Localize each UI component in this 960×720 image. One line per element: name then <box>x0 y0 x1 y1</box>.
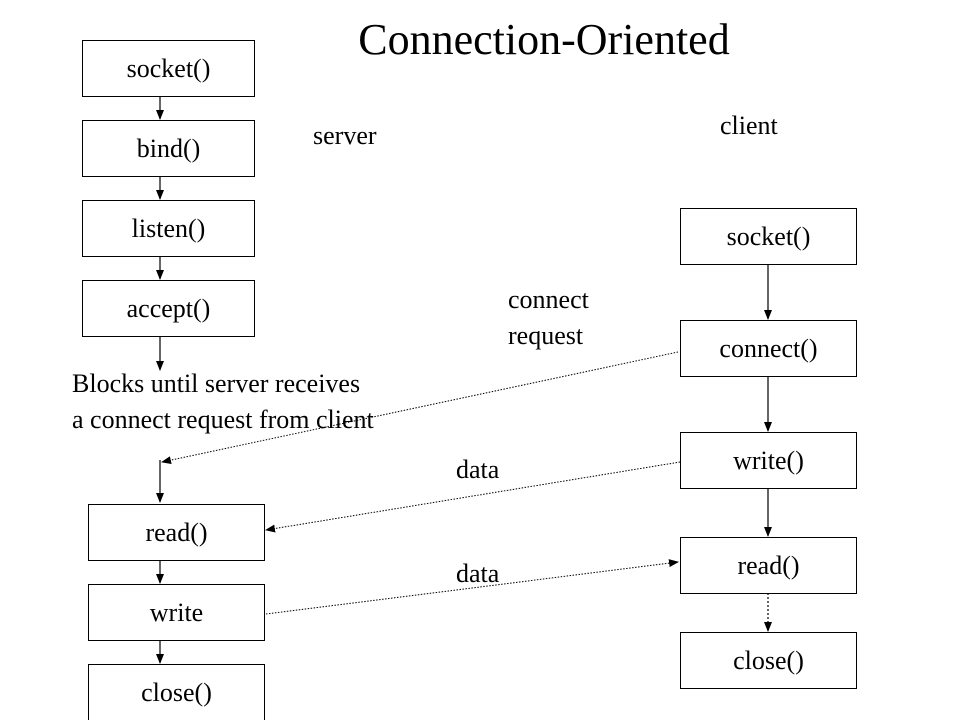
server-accept-box: accept() <box>82 280 255 337</box>
data-label-2: data <box>456 559 500 588</box>
client-socket-box: socket() <box>680 208 857 265</box>
arrow-data-to-server <box>265 461 681 533</box>
diagram-title: Connection-Oriented <box>358 15 730 64</box>
server-close-box: close() <box>88 664 265 720</box>
server-write-box: write <box>88 584 265 641</box>
server-bind-box: bind() <box>82 120 255 177</box>
arrow-data-to-client <box>265 559 679 615</box>
client-write-box: write() <box>680 432 857 489</box>
connect-request-label-line2: request <box>508 321 584 350</box>
server-read-box: read() <box>88 504 265 561</box>
arrow-connect-request <box>161 351 679 465</box>
blocks-note-line2: a connect request from client <box>72 405 374 434</box>
client-read-box: read() <box>680 537 857 594</box>
server-listen-box: listen() <box>82 200 255 257</box>
blocks-note-line1: Blocks until server receives <box>72 369 361 398</box>
client-connect-box: connect() <box>680 320 857 377</box>
data-label-1: data <box>456 455 500 484</box>
connect-request-label-line1: connect <box>508 285 589 314</box>
server-socket-box: socket() <box>82 40 255 97</box>
client-close-box: close() <box>680 632 857 689</box>
client-label: client <box>720 111 778 140</box>
server-label: server <box>313 121 377 150</box>
